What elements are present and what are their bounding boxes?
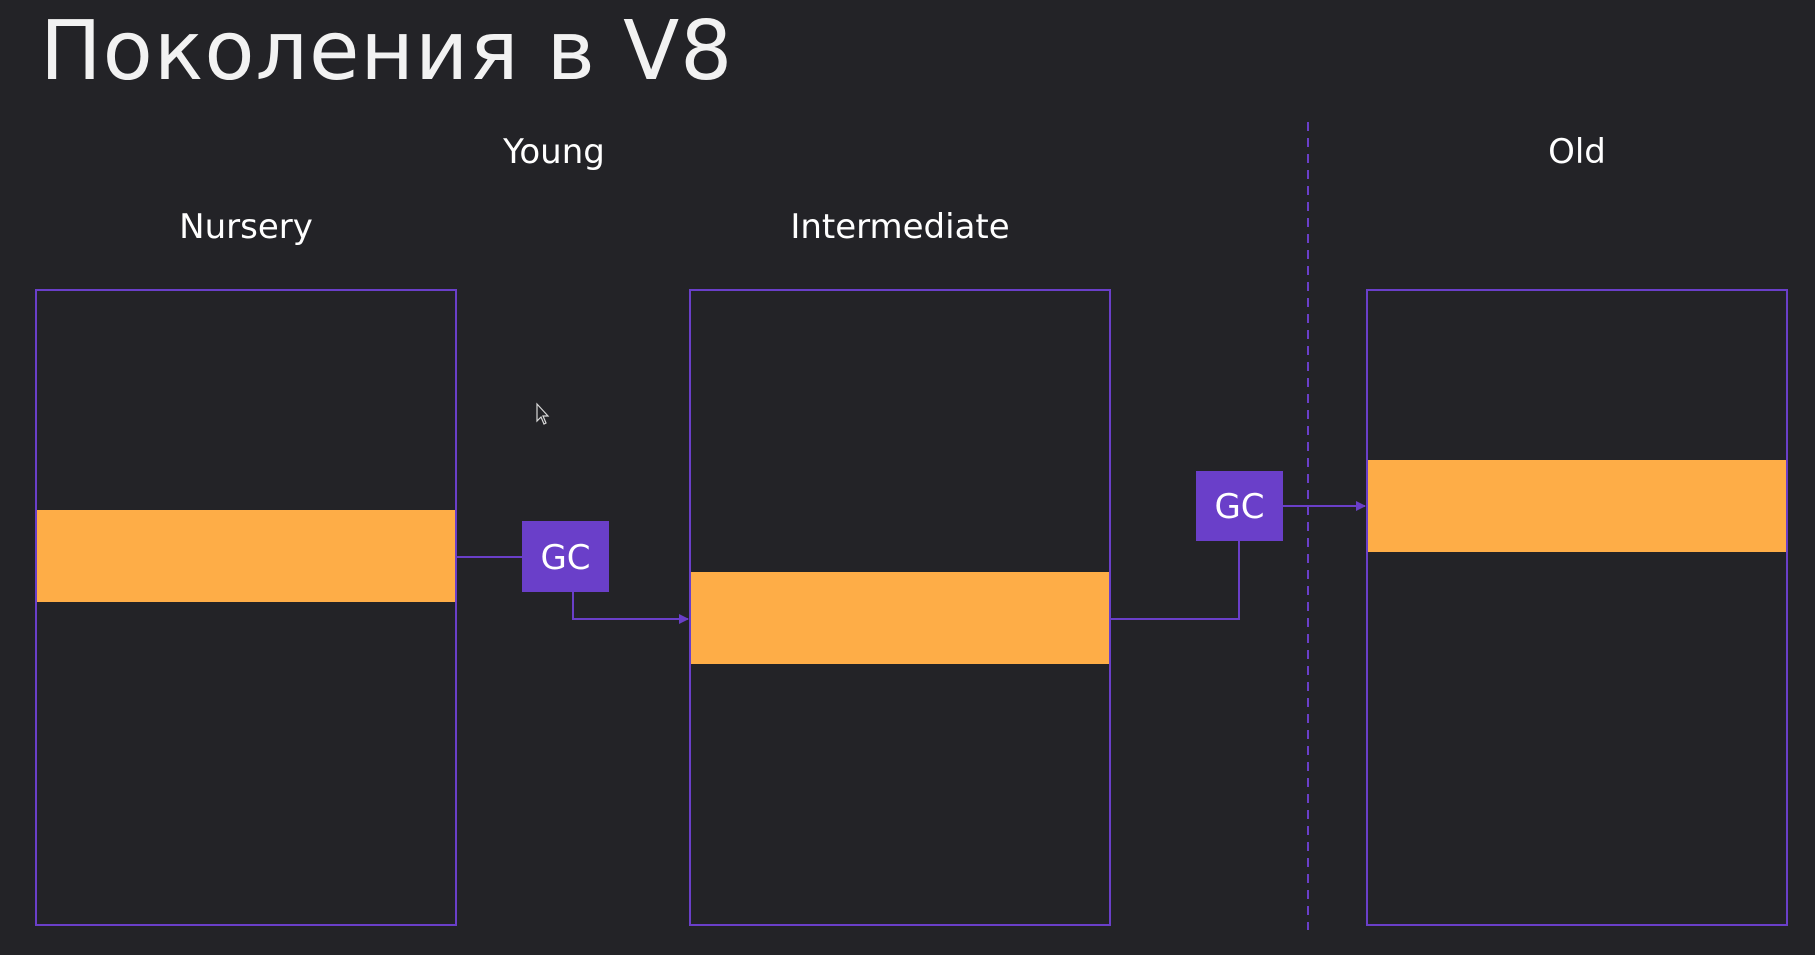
slide-title: Поколения в V8 bbox=[40, 4, 734, 99]
mouse-cursor-icon bbox=[536, 402, 550, 425]
old-generation-label: Old bbox=[1548, 132, 1606, 172]
nursery-space-box bbox=[35, 289, 457, 926]
gc-to-intermediate-arrow bbox=[572, 592, 689, 624]
intermediate-to-gc-connector bbox=[1110, 541, 1240, 620]
gc-label: GC bbox=[1214, 487, 1264, 527]
young-generation-label: Young bbox=[502, 132, 605, 172]
gc-label: GC bbox=[540, 538, 590, 578]
intermediate-label: Intermediate bbox=[790, 207, 1009, 247]
gc-node-promotion: GC bbox=[1196, 471, 1283, 541]
old-surviving-objects bbox=[1368, 460, 1786, 552]
intermediate-space-box bbox=[689, 289, 1111, 926]
gc-node-young: GC bbox=[522, 521, 609, 592]
nursery-surviving-objects bbox=[37, 510, 455, 602]
intermediate-surviving-objects bbox=[691, 572, 1109, 664]
nursery-label: Nursery bbox=[179, 207, 313, 247]
old-space-box bbox=[1366, 289, 1788, 926]
